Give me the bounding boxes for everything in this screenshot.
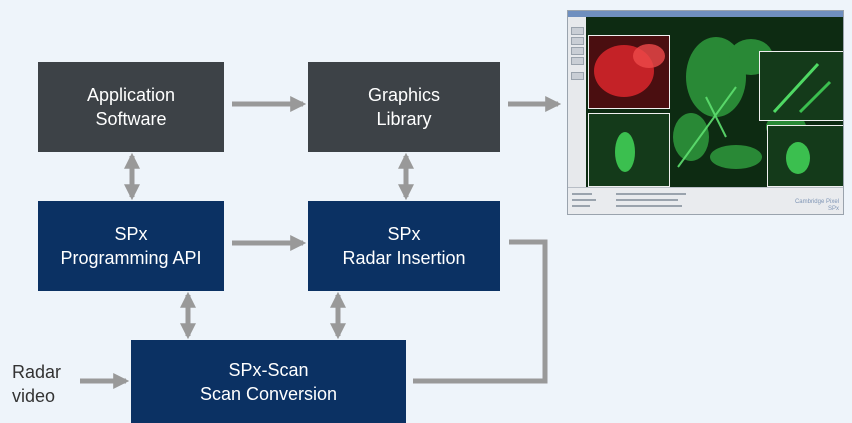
toolbar-button xyxy=(571,37,584,45)
radar-inset-lower-left xyxy=(588,113,670,187)
spx-scan-block: SPx-Scan Scan Conversion xyxy=(131,340,406,423)
spx-radar-insertion-label-line1: SPx xyxy=(387,224,421,244)
spx-radar-insertion-label-line2: Radar Insertion xyxy=(342,248,466,268)
spx-radar-insertion-block: SPx Radar Insertion xyxy=(308,201,500,291)
spx-scan-label-line1: SPx-Scan xyxy=(228,359,309,380)
radar-inset-upper-right xyxy=(759,51,843,121)
status-text-line xyxy=(572,193,592,195)
application-software-label-line2: Software xyxy=(95,109,167,129)
status-text-line xyxy=(616,193,686,195)
green-blob-image xyxy=(786,142,810,174)
radar-video-label-line1: Radar xyxy=(12,362,62,382)
spx-scan-label-line2: Scan Conversion xyxy=(199,383,338,404)
logo-line1: Cambridge Pixel xyxy=(794,199,839,205)
green-returns-image xyxy=(615,132,635,172)
spx-programming-api-label-line2: Programming API xyxy=(60,248,202,268)
graphics-library-label-line1: Graphics xyxy=(367,85,441,105)
application-software-label-line1: Application xyxy=(86,85,176,105)
radar-video-label-line2: video xyxy=(12,386,56,406)
cambridge-pixel-logo: Cambridge Pixel SPx xyxy=(795,199,839,213)
screenshot-statusbar: Cambridge Pixel SPx xyxy=(568,187,843,214)
connector-scan-to-insertion xyxy=(413,239,548,384)
screenshot-titlebar xyxy=(568,11,843,17)
status-text-line xyxy=(616,199,678,201)
status-text-line xyxy=(616,205,682,207)
spx-programming-api-label-line1: SPx xyxy=(114,224,148,244)
screenshot-toolbar xyxy=(568,17,587,187)
radar-inset-red xyxy=(588,35,670,109)
radar-display-screenshot: Cambridge Pixel SPx xyxy=(567,10,844,215)
green-track-image xyxy=(772,62,832,114)
logo-line2: SPx xyxy=(827,206,839,212)
radar-inset-lower-right xyxy=(767,125,843,187)
toolbar-button xyxy=(571,72,584,80)
spx-programming-api-block: SPx Programming API xyxy=(38,201,224,291)
toolbar-button xyxy=(571,47,584,55)
graphics-library-label-line2: Library xyxy=(376,109,432,129)
status-text-line xyxy=(572,199,596,201)
application-software-block: Application Software xyxy=(38,62,224,152)
radar-view xyxy=(586,17,843,187)
graphics-library-block: Graphics Library xyxy=(308,62,500,152)
toolbar-button xyxy=(571,27,584,35)
red-returns-image xyxy=(594,44,665,97)
status-text-line xyxy=(572,205,590,207)
toolbar-button xyxy=(571,57,584,65)
radar-video-label: Radar video xyxy=(12,360,61,408)
